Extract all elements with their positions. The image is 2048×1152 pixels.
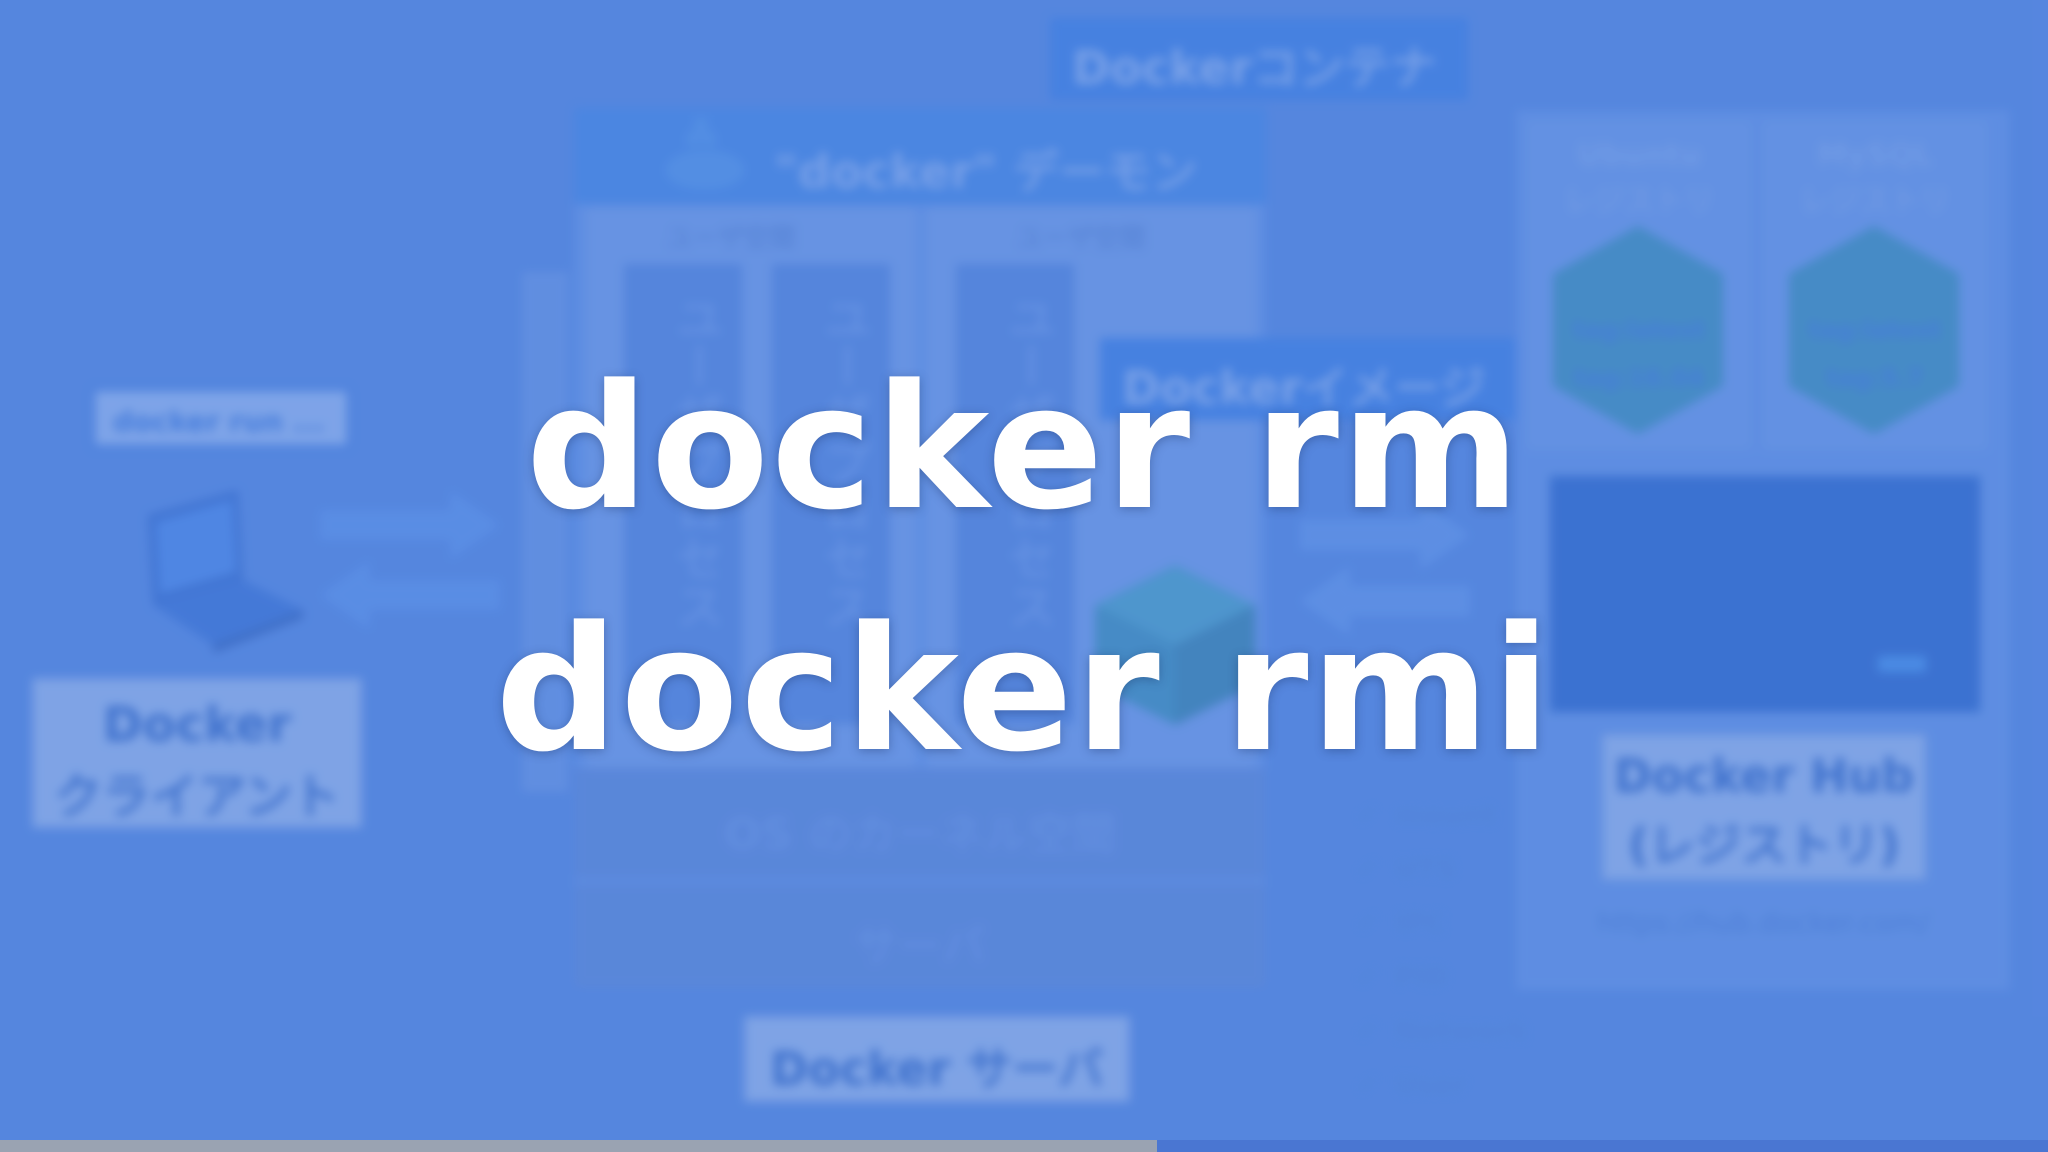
registry-kind: レジストリ	[1564, 184, 1714, 219]
title-line-1: docker rm	[525, 347, 1523, 548]
registry-tag: tag:latest	[1808, 316, 1942, 344]
namespace-item: ✔ Network	[1356, 1014, 1528, 1047]
check-icon: ✔	[1356, 798, 1380, 831]
user-space-label-2: ユーザ空間	[1016, 224, 1146, 254]
user-process-2: ユーザプロセス	[772, 264, 890, 724]
server-label-box: Docker サーバ	[744, 1016, 1130, 1102]
pull-arrow	[1300, 500, 1470, 570]
namespace-list: ✔ mount ✔ UTS ✔ IPC ✔ PID ✔ Network ✔ Us…	[1300, 500, 1540, 1101]
registry-ubuntu: Ubuntu レジストリ tag:latest tag:16.04	[1526, 120, 1752, 450]
user-space-1: ユーザ空間 ユーザプロセス ユーザプロセス	[586, 208, 916, 768]
check-icon: ✔	[1356, 906, 1380, 939]
user-process-1: ユーザプロセス	[624, 264, 742, 724]
client-label-line-2: クライアント	[53, 769, 341, 825]
user-process-3: ユーザプロセス	[956, 264, 1074, 724]
request-arrow	[320, 490, 500, 560]
registry-mysql: MySQL レジストリ tag:latest tag:5.7	[1762, 120, 1988, 450]
registry-tag: tag:16.04	[1573, 364, 1705, 392]
namespace-label: PID	[1394, 960, 1449, 993]
user-process-label-2: ユーザプロセス	[815, 294, 871, 630]
image-callout: Dockerイメージ	[1100, 338, 1518, 420]
client-command-box: docker run ...	[92, 388, 350, 448]
client-label-box: Docker クライアント	[32, 678, 362, 828]
kernel-label: OS のカーネル空間	[723, 809, 1117, 860]
namespace-label: mount	[1394, 798, 1497, 831]
namespace-label: Network	[1394, 1014, 1528, 1047]
api-strip	[522, 272, 568, 792]
response-arrow	[320, 560, 500, 630]
user-process-label-3: ユーザプロセス	[999, 294, 1055, 630]
container-callout: Dockerコンテナ	[1050, 18, 1468, 100]
user-process-label-1: ユーザプロセス	[667, 294, 723, 630]
image-label: Dockerイメージ	[1122, 361, 1486, 415]
hub-label-line-1: Docker Hub	[1613, 749, 1915, 803]
server-hardware: サーバ	[574, 884, 1266, 988]
registry-kind: レジストリ	[1800, 184, 1950, 219]
check-icon: ✔	[1356, 1068, 1380, 1101]
container-label: Dockerコンテナ	[1072, 41, 1437, 95]
registry-cube-icon	[1784, 226, 1964, 436]
registry-name: MySQL	[1817, 138, 1933, 173]
registry-name: Ubuntu	[1576, 138, 1702, 173]
container-cube-icon	[1090, 560, 1260, 730]
namespace-item: ✔ User	[1356, 1068, 1467, 1101]
whale-icon	[660, 118, 750, 198]
namespace-label: IPC	[1394, 906, 1447, 939]
hub-screenshot-button	[1878, 656, 1926, 672]
hub-url: https://hub.docker.com/	[1596, 906, 1930, 939]
docker-hub-panel: Ubuntu レジストリ tag:latest tag:16.04 MySQL …	[1516, 110, 2010, 990]
registry-tag: tag:latest	[1572, 316, 1706, 344]
client-command-text: docker run ...	[113, 405, 325, 438]
progress-bar[interactable]	[0, 1140, 2048, 1152]
namespace-item: ✔ PID	[1356, 960, 1449, 993]
check-icon: ✔	[1356, 960, 1380, 993]
namespace-label: UTS	[1394, 852, 1457, 885]
server-label: Docker サーバ	[770, 1042, 1104, 1096]
title-line-2: docker rmi	[495, 589, 1553, 790]
hub-label-line-2: (レジストリ)	[1627, 818, 1901, 872]
check-icon: ✔	[1356, 852, 1380, 885]
registry-tag: tag:5.7	[1826, 364, 1924, 392]
daemon-label: "docker" デーモン	[774, 145, 1197, 199]
client-label-line-1: Docker	[102, 697, 292, 753]
push-arrow	[1300, 566, 1470, 636]
user-space-label-1: ユーザ空間	[666, 224, 796, 254]
registry-cube-icon	[1548, 226, 1728, 436]
namespace-item: ✔ UTS	[1356, 852, 1457, 885]
kernel-space: OS のカーネル空間	[574, 768, 1266, 878]
docker-daemon-panel: "docker" デーモン ユーザ空間 ユーザプロセス ユーザプロセス ユーザ空…	[574, 108, 1266, 988]
server-hw-label: サーバ	[854, 921, 986, 972]
namespace-label: User	[1394, 1068, 1467, 1101]
hub-label-box: Docker Hub (レジストリ)	[1602, 734, 1926, 880]
progress-fill	[0, 1140, 1158, 1152]
check-icon: ✔	[1356, 1014, 1380, 1047]
laptop-icon	[118, 480, 308, 670]
hub-screenshot	[1550, 476, 1980, 712]
namespace-item: ✔ IPC	[1356, 906, 1446, 939]
namespace-item: ✔ mount	[1356, 798, 1496, 831]
